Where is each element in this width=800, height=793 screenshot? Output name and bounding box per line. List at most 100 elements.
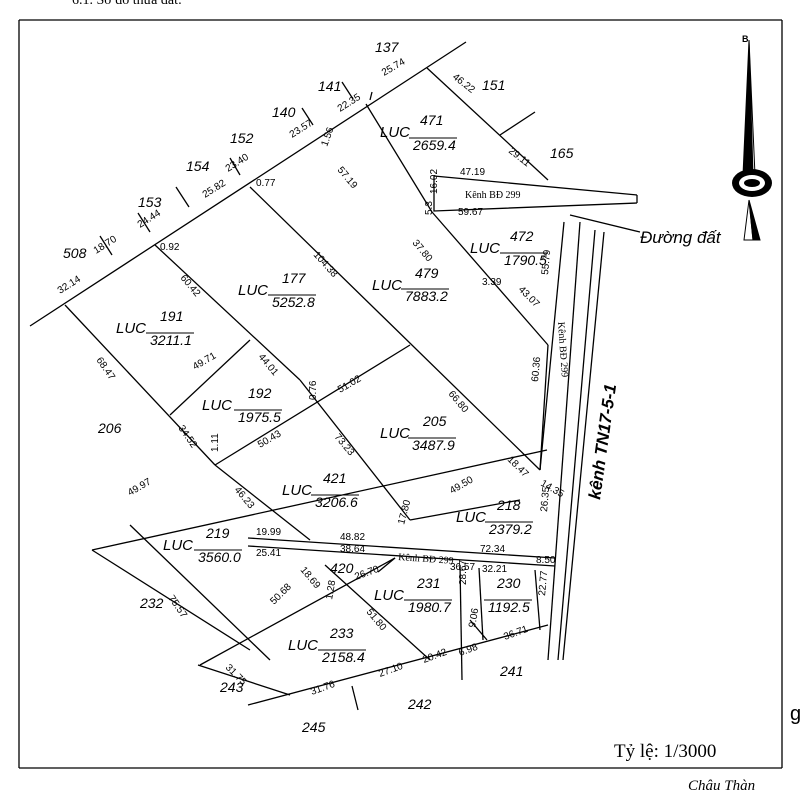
compass-north-letter: B xyxy=(742,34,749,44)
parcel-number: 177 xyxy=(282,270,307,286)
dimension-label: 104.38 xyxy=(311,250,340,280)
parcel-area: 1980.7 xyxy=(408,599,452,615)
dimension-label: 36.57 xyxy=(450,562,475,573)
parcel-192: LUC 192 1975.5 xyxy=(202,385,282,425)
dimension-label: 31.76 xyxy=(309,679,337,698)
header-text: 6.1. Sơ đồ thửa đất: xyxy=(72,0,182,8)
dimension-label: 22.77 xyxy=(537,570,550,596)
dimension-label: 19.99 xyxy=(256,527,281,538)
dimension-label: 25.74 xyxy=(380,56,408,78)
main-canal-label: kênh TN17-5-1 xyxy=(585,383,620,501)
dimension-label: 24.44 xyxy=(136,208,163,231)
edge-fragment: g xyxy=(790,703,800,725)
neighbor-label-243: 243 xyxy=(219,679,244,695)
neighbor-label-245: 245 xyxy=(301,719,326,735)
parcel-421: LUC 421 3206.6 xyxy=(282,470,359,510)
dimension-label: 46.23 xyxy=(232,485,257,512)
dimension-label: 47.19 xyxy=(460,167,485,178)
north-arrow-icon: B xyxy=(732,34,772,241)
dimension-label: 32.14 xyxy=(56,274,83,297)
dimension-label: 26.70 xyxy=(353,564,381,583)
neighbor-label-141: 141 xyxy=(318,78,341,94)
parcel-type: LUC xyxy=(202,397,232,414)
parcel-233: LUC 233 2158.4 xyxy=(288,625,366,665)
parcel-type: LUC xyxy=(116,320,146,337)
parcel-type: LUC xyxy=(288,637,318,654)
dimension-label: 20.42 xyxy=(421,647,449,666)
dimension-label: 49.71 xyxy=(191,350,219,372)
parcel-type: LUC xyxy=(380,124,410,141)
parcel-type: LUC xyxy=(238,282,268,299)
dimension-label: 16.02 xyxy=(429,169,440,194)
neighbor-label-206: 206 xyxy=(97,420,122,436)
parcel-number: 230 xyxy=(496,575,521,591)
parcel-number: 471 xyxy=(420,112,443,128)
dimension-label: 51.02 xyxy=(336,373,364,395)
dimension-label: 51.80 xyxy=(364,607,389,634)
dimension-label: 3.39 xyxy=(482,277,502,288)
parcel-number: 233 xyxy=(329,625,354,641)
parcel-230: 230 1192.5 xyxy=(484,575,532,615)
neighbor-label-154: 154 xyxy=(186,158,210,174)
dimension-label: 0.92 xyxy=(160,242,180,253)
dimension-label: 18.69 xyxy=(298,565,323,592)
parcel-boundaries xyxy=(29,41,641,711)
canal-right-label: Kênh BĐ 299 xyxy=(555,321,570,377)
parcel-area: 3211.1 xyxy=(150,332,192,348)
dimension-label: 5.3 xyxy=(424,201,435,215)
dimension-label: 27.10 xyxy=(377,661,405,680)
parcel-number: 192 xyxy=(248,385,272,401)
dimension-label: 38.64 xyxy=(340,544,365,555)
dimension-label: 73.23 xyxy=(332,432,357,459)
dimension-label: 48.82 xyxy=(340,532,365,543)
dimension-label: 55.79 xyxy=(540,249,553,275)
parcel-area: 1975.5 xyxy=(238,409,281,425)
neighbor-label-165: 165 xyxy=(550,145,574,161)
dimension-label: 49.50 xyxy=(448,474,476,496)
parcel-type: LUC xyxy=(456,509,486,526)
dimension-label: 9.06 xyxy=(467,607,481,629)
footer-text: Châu Thàn xyxy=(688,778,755,793)
parcel-area: 1192.5 xyxy=(488,599,530,615)
neighbor-label-232: 232 xyxy=(139,595,164,611)
scale-label: Tỷ lệ: 1/3000 xyxy=(614,741,716,762)
neighbor-label-153: 153 xyxy=(138,194,162,210)
parcel-number: 205 xyxy=(422,413,447,429)
parcel-area: 2158.4 xyxy=(321,649,365,665)
road-label: Đường đất xyxy=(640,228,722,247)
parcel-area: 7883.2 xyxy=(405,288,448,304)
dimension-label: 8.50 xyxy=(536,555,556,566)
neighbor-label-241: 241 xyxy=(499,663,523,679)
parcel-number: 219 xyxy=(205,525,230,541)
dimension-label: 66.80 xyxy=(446,389,471,416)
dimension-label: 44.01 xyxy=(256,352,281,379)
dimension-label: 34.52 xyxy=(176,423,200,450)
dimension-label: 57.19 xyxy=(335,165,360,192)
parcel-number: 191 xyxy=(160,308,183,324)
neighbor-label-152: 152 xyxy=(230,130,254,146)
dimension-label: 72.34 xyxy=(480,544,505,555)
dimension-label: 0.76 xyxy=(308,380,319,400)
parcel-area: 3206.6 xyxy=(315,494,358,510)
parcel-labels: LUC4712659.4LUC4721790.5LUC1775252.8LUC4… xyxy=(116,112,548,665)
dimension-label: 60.36 xyxy=(530,356,543,382)
dimension-label: 37.80 xyxy=(410,238,435,265)
dimension-label: 1.11 xyxy=(210,433,221,452)
neighbor-label-151: 151 xyxy=(482,77,505,93)
dimension-label: 17.80 xyxy=(396,498,413,525)
parcel-number: 421 xyxy=(323,470,346,486)
canal-mid-label: Kênh BĐ 299 xyxy=(398,552,454,567)
map-frame xyxy=(18,19,783,769)
dimension-label: 25.41 xyxy=(256,548,281,559)
parcel-191: LUC 191 3211.1 xyxy=(116,308,194,348)
plot-420-label: 420 xyxy=(330,560,354,576)
dimension-label: 32.21 xyxy=(482,564,507,575)
dimension-label: 6.98 xyxy=(457,642,479,659)
parcel-type: LUC xyxy=(282,482,312,499)
dimension-label: 26.35 xyxy=(539,486,552,512)
